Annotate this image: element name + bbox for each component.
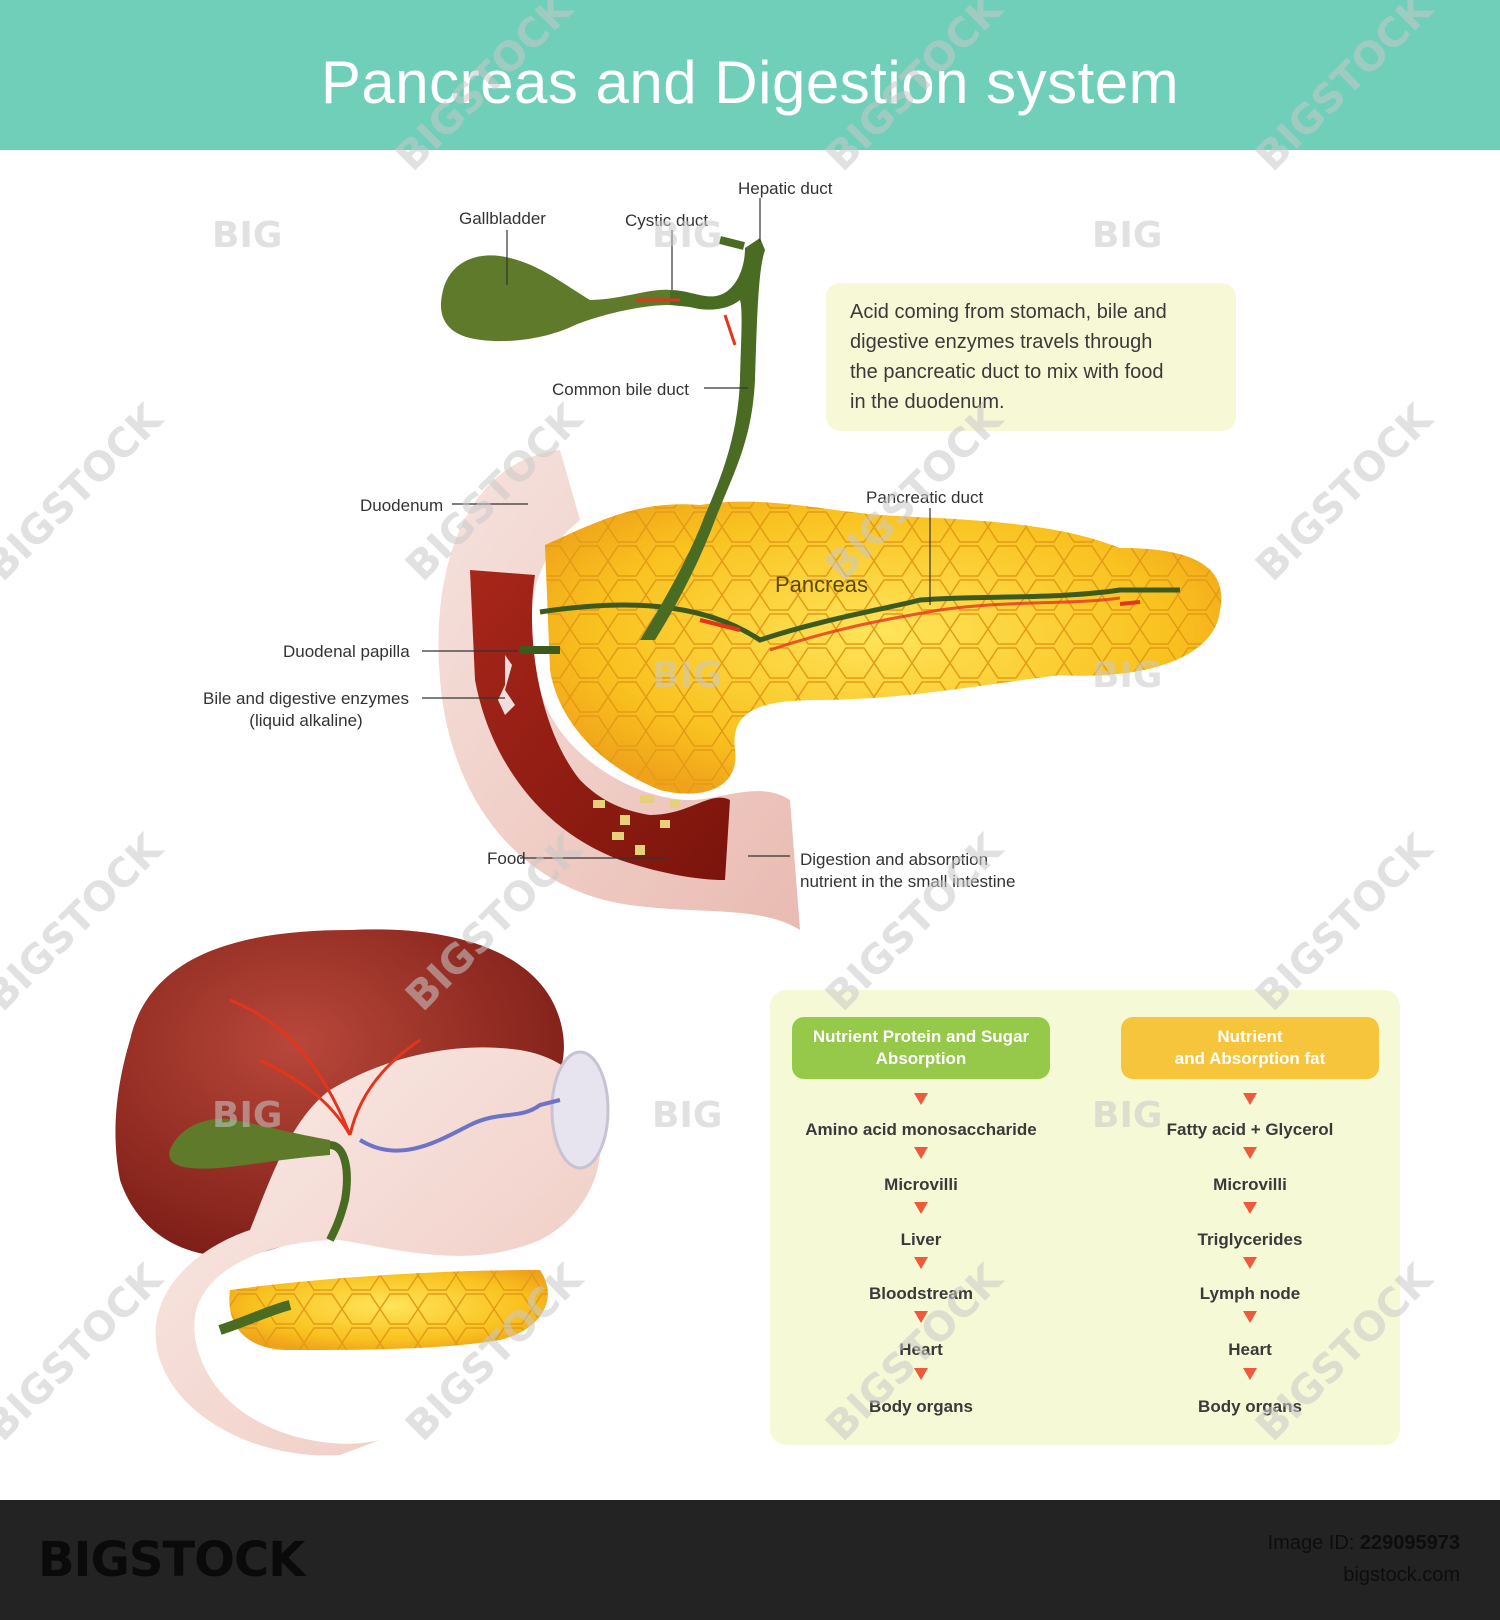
protein-header-line1: Nutrient Protein and Sugar [812, 1027, 1030, 1046]
watermark: BIG [1092, 1095, 1163, 1136]
label-cystic-duct: Cystic duct [625, 211, 709, 230]
fat-step: Microvilli [1213, 1175, 1287, 1194]
info-box: Acid coming from stomach, bile and diges… [826, 283, 1236, 431]
watermark: BIG [652, 655, 723, 696]
protein-header-line2: Absorption [875, 1049, 967, 1068]
label-food: Food [487, 849, 526, 868]
label-hepatic-duct: Hepatic duct [738, 179, 833, 198]
flow-arrow-icon [914, 1368, 928, 1380]
footer-bar [0, 1500, 1500, 1620]
protein-step: Liver [900, 1230, 942, 1249]
label-duodenum: Duodenum [360, 496, 444, 515]
label-digestion-sub: nutrient in the small intestine [800, 872, 1016, 891]
fat-step: Triglycerides [1197, 1230, 1303, 1249]
flow-arrow-icon [914, 1311, 928, 1323]
flow-arrow-icon [914, 1093, 928, 1105]
image-id-value: 229095973 [1359, 1532, 1460, 1554]
label-pancreas: Pancreas [775, 572, 868, 597]
protein-step: Bloodstream [869, 1284, 973, 1303]
label-pancreatic-duct: Pancreatic duct [866, 488, 984, 507]
protein-step: Amino acid monosaccharide [805, 1120, 1037, 1139]
watermark: BIG [652, 1095, 723, 1136]
fat-header-line2: and Absorption fat [1174, 1049, 1326, 1068]
fat-step: Heart [1228, 1340, 1272, 1359]
flow-arrow-icon [1243, 1147, 1257, 1159]
fat-step: Lymph node [1199, 1284, 1301, 1303]
info-line: Acid coming from stomach, bile and [850, 301, 1167, 323]
image-id-label: Image ID: [1267, 1532, 1355, 1554]
duodenum-shape [438, 450, 800, 930]
protein-step: Body organs [869, 1397, 973, 1416]
gallbladder-ducts [440, 236, 765, 654]
protein-step: Heart [899, 1340, 943, 1359]
image-id: Image ID: 229095973 [1268, 1532, 1460, 1555]
flow-arrow-icon [914, 1257, 928, 1269]
fat-step: Fatty acid + Glycerol [1166, 1120, 1334, 1139]
protein-step: Microvilli [884, 1175, 958, 1194]
label-duodenal-papilla: Duodenal papilla [283, 642, 410, 661]
site-link[interactable]: bigstock.com [1343, 1564, 1460, 1586]
watermark: BIG [1092, 655, 1163, 696]
fat-header-line1: Nutrient [1217, 1027, 1283, 1046]
flow-arrow-icon [1243, 1257, 1257, 1269]
watermark: BIG [652, 215, 723, 256]
info-line: the pancreatic duct to mix with food [850, 361, 1164, 383]
page-title: Pancreas and Digestion system [320, 49, 1180, 116]
liver-stomach-illustration [115, 929, 610, 1456]
watermark: BIG [212, 215, 283, 256]
label-gallbladder: Gallbladder [459, 209, 546, 228]
label-bile-enzymes-sub: (liquid alkaline) [249, 711, 363, 730]
flow-arrow-icon [914, 1202, 928, 1214]
flow-arrow-icon [914, 1147, 928, 1159]
watermark: BIG [212, 1095, 283, 1136]
info-line: digestive enzymes travels through [850, 331, 1153, 353]
label-common-bile-duct: Common bile duct [552, 380, 690, 399]
watermark: BIG [1092, 215, 1163, 256]
fat-header: Nutrient and Absorption fat [1121, 1017, 1379, 1079]
flow-arrow-icon [1243, 1368, 1257, 1380]
bigstock-logo: BIGSTOCK [38, 1532, 305, 1588]
label-digestion: Digestion and absorption [800, 850, 989, 869]
label-bile-enzymes: Bile and digestive enzymes [202, 689, 409, 708]
flow-arrow-icon [1243, 1311, 1257, 1323]
flow-arrow-icon [1243, 1202, 1257, 1214]
info-line: in the duodenum. [850, 391, 1005, 413]
anatomy-illustration [115, 198, 1222, 1456]
title-banner [0, 0, 1500, 150]
food-particles [593, 795, 680, 855]
fat-step: Body organs [1198, 1397, 1302, 1416]
leader-lines [422, 198, 931, 859]
flow-arrow-icon [1243, 1093, 1257, 1105]
pancreas-shape [539, 501, 1222, 794]
